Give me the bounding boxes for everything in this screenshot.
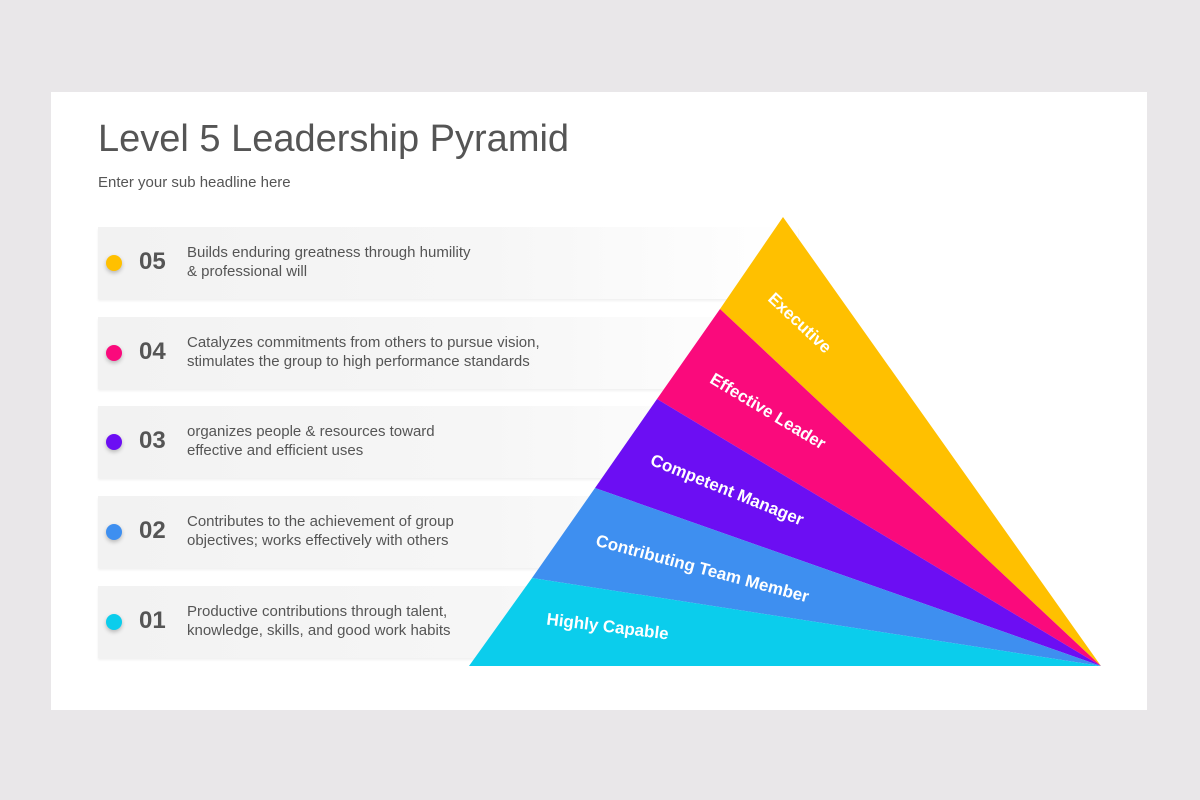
level-dot: [106, 345, 122, 361]
pyramid-layer-effective-leader: [657, 309, 1101, 666]
page-subtitle: Enter your sub headline here: [98, 174, 291, 191]
level-description: Productive contributions through talent,…: [187, 603, 451, 639]
slide: Level 5 Leadership Pyramid Enter your su…: [51, 92, 1147, 710]
level-number: 03: [139, 427, 166, 454]
pyramid-layer-highly-capable: [469, 578, 1101, 666]
level-dot: [106, 255, 122, 271]
level-number: 01: [139, 607, 166, 634]
level-number: 02: [139, 517, 166, 544]
level-number: 04: [139, 338, 166, 365]
pyramid-diagram: Executive Effective Leader Competent Man…: [469, 217, 1101, 666]
page-title: Level 5 Leadership Pyramid: [98, 118, 570, 160]
level-row-5: 05 Builds enduring greatness through hum…: [98, 227, 798, 299]
level-dot: [106, 434, 122, 450]
pyramid-layer-competent-manager: [595, 399, 1101, 666]
level-description: Builds enduring greatness through humili…: [187, 244, 471, 280]
pyramid-layer-executive: [720, 217, 1101, 666]
pyramid-layer-contributing-team-member: [532, 488, 1101, 666]
level-row-4: 04 Catalyzes commitments from others to …: [98, 317, 798, 389]
level-dot: [106, 524, 122, 540]
level-number: 05: [139, 248, 166, 275]
level-dot: [106, 614, 122, 630]
level-description: organizes people & resources toward effe…: [187, 423, 435, 459]
level-description: Contributes to the achievement of group …: [187, 513, 454, 549]
level-description: Catalyzes commitments from others to pur…: [187, 334, 540, 370]
